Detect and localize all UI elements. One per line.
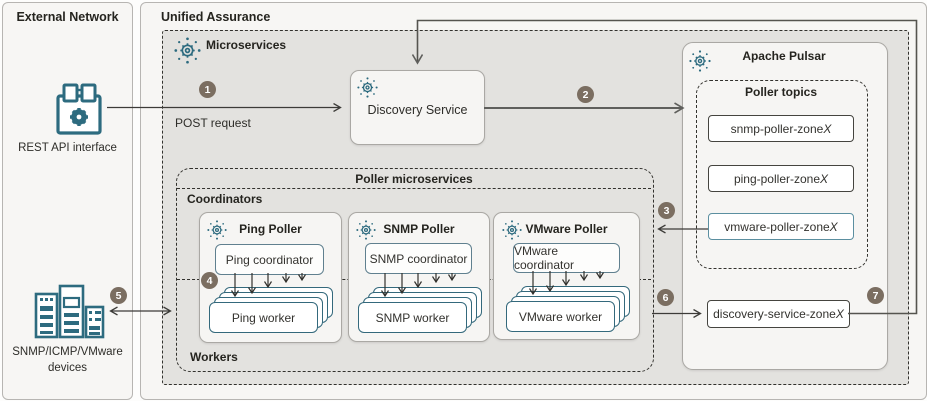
- network-devices-icon: [33, 284, 105, 340]
- coordinators-divider: [177, 188, 651, 189]
- poller-topics-title: Poller topics: [744, 85, 818, 99]
- workers-label: Workers: [190, 350, 238, 364]
- step-badge-4: 4: [201, 272, 218, 289]
- snmp-poller-title: SNMP Poller: [383, 222, 455, 236]
- snmp-coordinator-box: SNMP coordinator: [365, 243, 472, 274]
- ping-coordinator-box: Ping coordinator: [215, 244, 324, 275]
- unified-assurance-title: Unified Assurance: [161, 10, 271, 24]
- vmware-worker-box: VMware worker: [506, 301, 615, 332]
- rest-api-label: REST API interface: [18, 142, 117, 154]
- step-badge-1: 1: [199, 81, 216, 98]
- vmware-poller-title: VMware Poller: [525, 222, 608, 236]
- devices-label-line2: devices: [48, 362, 87, 374]
- microservices-icon: [174, 37, 201, 64]
- discovery-service-label: Discovery Service: [367, 103, 468, 117]
- external-network-panel: External Network REST API interface SNMP…: [2, 2, 133, 400]
- snmp-poller-card: SNMP Poller SNMP coordinator SNMP worker: [348, 212, 490, 342]
- ping-poller-title: Ping Poller: [239, 222, 302, 236]
- devices-label-line1: SNMP/ICMP/VMware: [12, 346, 123, 358]
- ping-poller-card: Ping Poller Ping coordinator Ping worker: [199, 212, 342, 343]
- snmp-worker-box: SNMP worker: [358, 302, 467, 333]
- step-badge-7: 7: [867, 287, 884, 304]
- discovery-service-icon: [357, 77, 378, 98]
- coordinators-label: Coordinators: [187, 192, 263, 206]
- ping-worker-box: Ping worker: [209, 302, 318, 333]
- vmware-poller-card: VMware Poller VMware coordinator VMware …: [493, 212, 640, 340]
- apache-pulsar-title: Apache Pulsar: [742, 49, 826, 63]
- step-badge-5: 5: [110, 287, 127, 304]
- rest-api-icon: [49, 79, 109, 139]
- step-badge-2: 2: [577, 86, 594, 103]
- external-network-title: External Network: [16, 10, 119, 24]
- poller-microservices-title: Poller microservices: [355, 172, 473, 186]
- post-request-label: POST request: [175, 116, 251, 130]
- step-badge-6: 6: [657, 289, 674, 306]
- discovery-service-card: Discovery Service: [350, 70, 485, 145]
- step-badge-3: 3: [658, 202, 675, 219]
- vmware-coordinator-box: VMware coordinator: [513, 243, 620, 273]
- microservices-title: Microservices: [206, 38, 287, 52]
